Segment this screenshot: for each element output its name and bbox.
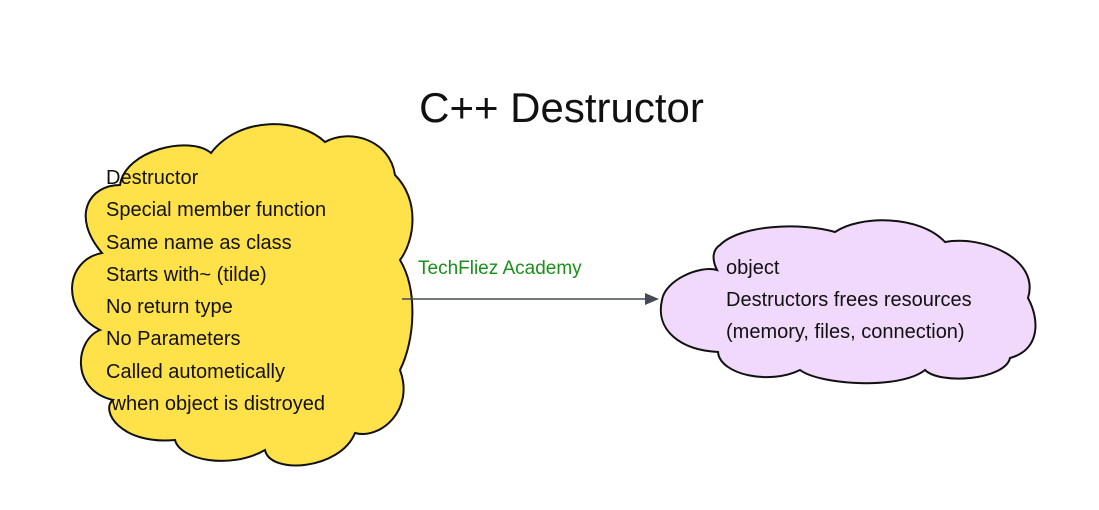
right-cloud-line: Destructors frees resources [726,289,972,311]
diagram-title: C++ Destructor [419,84,704,131]
left-cloud-line: No Parameters [106,328,241,351]
left-cloud-line: No return type [106,296,233,319]
left-cloud-text: Destructor Special member function Same … [106,162,326,420]
left-cloud-shape[interactable] [71,123,414,467]
right-cloud-shape[interactable] [659,219,1037,385]
arrowhead-icon [645,293,659,305]
left-cloud-line: Special member function [106,199,327,222]
left-cloud-line: Starts with~ (tilde) [106,263,267,286]
left-cloud-line: when object is distroyed [106,393,326,416]
right-cloud-line: object [726,257,780,279]
edge-label: TechFliez Academy [418,258,582,279]
right-cloud-line: (memory, files, connection) [726,321,965,343]
left-cloud-line: Same name as class [106,231,292,254]
left-cloud-line: Called autometically [106,360,285,383]
left-cloud-line: Destructor [106,167,199,189]
right-cloud-text: object Destructors frees resources (memo… [726,252,972,348]
